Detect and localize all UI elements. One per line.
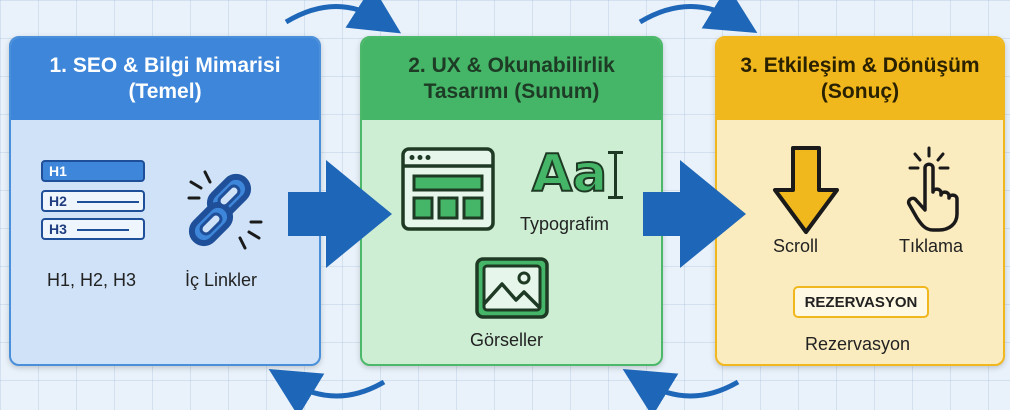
h2-bar: H2: [41, 190, 145, 212]
panel-ux: 2. UX & Okunabilirlik Tasarımı (Sunum) A…: [360, 36, 663, 366]
label-reservation: Rezervasyon: [805, 334, 911, 354]
right-arrow-icon: [288, 160, 392, 268]
panel-seo-title: 1. SEO & Bilgi Mimarisi (Temel): [11, 38, 319, 120]
down-arrow-icon: [773, 146, 839, 234]
h1-tag: H1: [49, 163, 67, 179]
panel-ux-body: Aa Typografim Görseller: [362, 120, 661, 364]
curved-arrow-icon: [284, 0, 402, 34]
panel-engagement: 3. Etkileşim & Dönüşüm (Sonuç) Scroll Tı…: [715, 36, 1005, 366]
label-internal-links: İç Linkler: [185, 270, 258, 290]
label-scroll: Scroll: [773, 236, 819, 256]
label-headings: H1, H2, H3: [47, 270, 137, 290]
panel-seo: 1. SEO & Bilgi Mimarisi (Temel) H1 H2 H3: [9, 36, 321, 366]
browser-layout-icon: [401, 147, 495, 231]
panel-ux-title: 2. UX & Okunabilirlik Tasarımı (Sunum): [362, 38, 661, 120]
typography-icon: Aa: [528, 143, 628, 214]
panel-engagement-body: Scroll Tıklama REZERVASYON Rezervasyon: [717, 120, 1003, 364]
curved-arrow-icon: [638, 0, 758, 33]
typography-glyph: Aa: [531, 143, 608, 205]
label-click: Tıklama: [899, 236, 964, 256]
right-arrow-icon: [643, 160, 746, 268]
panel-seo-body: H1 H2 H3: [11, 120, 319, 364]
image-icon: [475, 257, 549, 319]
label-typography: Typografim: [520, 214, 610, 234]
tap-hand-icon: [906, 146, 959, 232]
h1-bar: H1: [41, 160, 145, 182]
h2-tag: H2: [49, 193, 67, 209]
h3-tag: H3: [49, 221, 67, 237]
h3-bar: H3: [41, 218, 145, 240]
label-images: Görseller: [470, 330, 544, 350]
reservation-button[interactable]: REZERVASYON: [793, 286, 929, 318]
panel-engagement-title: 3. Etkileşim & Dönüşüm (Sonuç): [717, 38, 1003, 120]
curved-arrow-icon: [268, 369, 386, 410]
broken-link-icon: [187, 170, 263, 250]
curved-arrow-icon: [622, 369, 740, 410]
